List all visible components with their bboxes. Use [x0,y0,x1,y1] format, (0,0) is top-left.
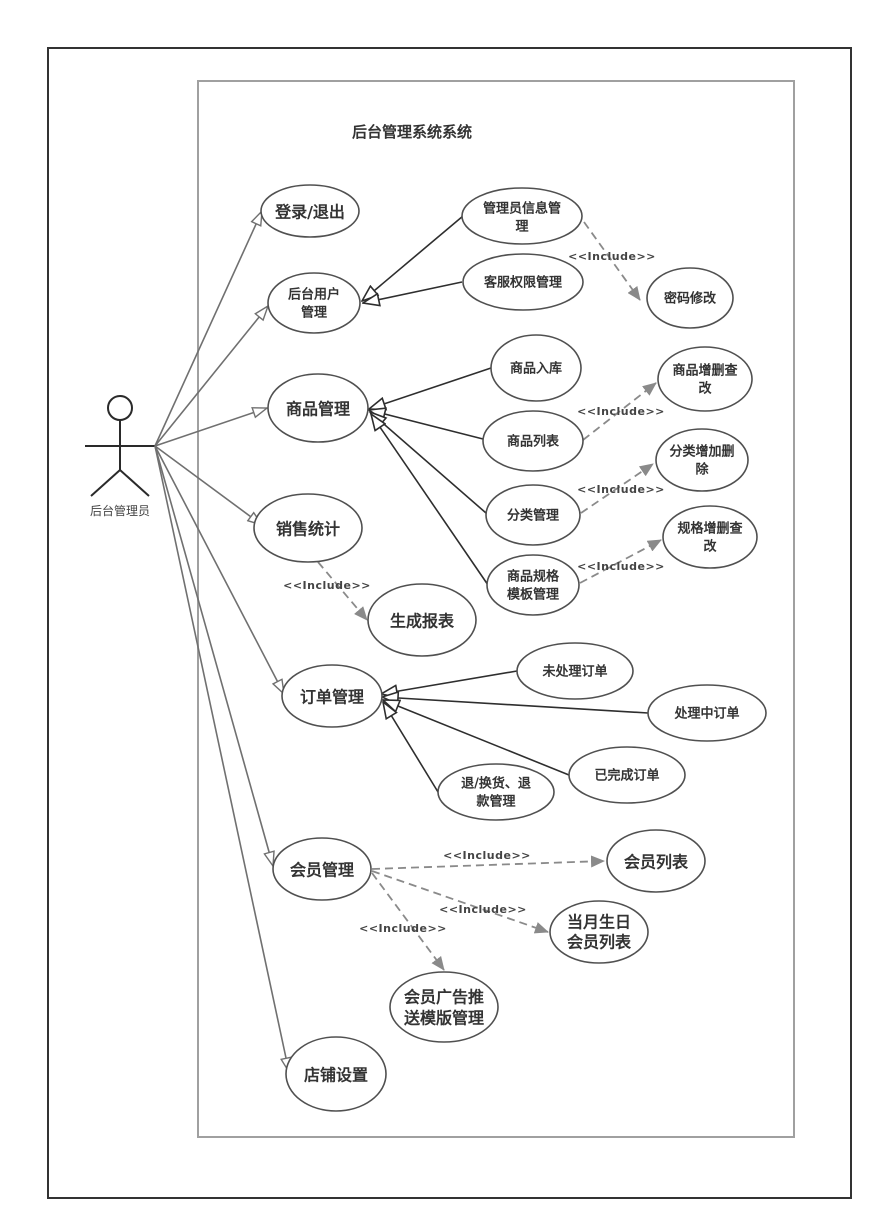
use-case-password-change[interactable]: 密码修改 [646,267,734,329]
assoc-login [154,211,262,447]
use-case-admin-info[interactable]: 管理员信息管 理 [461,187,583,245]
generalizations [362,215,649,793]
svg-text:规格增删查: 规格增删查 [677,521,743,537]
use-case-generate-report[interactable]: 生成报表 [367,583,477,657]
include-label: <<Include>> [577,560,665,573]
use-case-order-processing[interactable]: 处理中订单 [647,684,767,742]
svg-text:除: 除 [695,462,709,478]
include-label: <<Include>> [577,405,665,418]
svg-text:分类增加删: 分类增加删 [669,444,734,460]
svg-text:商品管理: 商品管理 [286,400,350,419]
use-case-store-settings[interactable]: 店铺设置 [285,1036,387,1112]
svg-text:会员广告推: 会员广告推 [404,988,484,1007]
svg-text:退/换货、退: 退/换货、退 [461,776,531,792]
svg-text:订单管理: 订单管理 [300,688,364,707]
include-label: <<Include>> [439,903,527,916]
use-case-login[interactable]: 登录/退出 [260,184,360,238]
svg-text:商品规格: 商品规格 [507,569,560,585]
use-case-spec-template[interactable]: 商品规格 模板管理 [486,554,580,616]
svg-text:改: 改 [698,381,712,397]
use-case-cs-permission[interactable]: 客服权限管理 [462,253,584,311]
svg-text:款管理: 款管理 [476,794,515,810]
svg-text:管理: 管理 [301,305,327,321]
include-relations: <<Include>> <<Include>> <<Include>> <<In… [283,221,665,971]
svg-text:未处理订单: 未处理订单 [541,664,607,680]
svg-text:商品入库: 商品入库 [510,361,562,377]
use-case-returns[interactable]: 退/换货、退 款管理 [437,763,555,821]
svg-text:密码修改: 密码修改 [663,291,717,307]
svg-text:处理中订单: 处理中订单 [673,706,739,722]
use-case-stock-in[interactable]: 商品入库 [490,334,582,402]
use-case-sales-stats[interactable]: 销售统计 [253,493,363,563]
svg-text:会员管理: 会员管理 [290,861,354,880]
assoc-product-mgmt [154,408,267,447]
actor-head-icon [107,395,133,421]
diagram-frame [47,47,852,1199]
assoc-order-mgmt [154,445,284,694]
actor-admin[interactable]: 后台管理员 [85,395,155,518]
use-case-order-unprocessed[interactable]: 未处理订单 [516,642,634,700]
use-case-member-list[interactable]: 会员列表 [606,829,706,893]
svg-text:分类管理: 分类管理 [507,508,559,524]
actor-associations [154,211,289,1072]
svg-text:管理员信息管: 管理员信息管 [483,201,561,217]
svg-text:当月生日: 当月生日 [567,913,631,932]
use-case-spec-crud[interactable]: 规格增删查 改 [662,505,758,569]
svg-text:理: 理 [515,220,528,235]
svg-text:会员列表: 会员列表 [624,853,689,872]
include-label: <<Include>> [283,579,371,592]
use-case-birthday-list[interactable]: 当月生日 会员列表 [549,900,649,964]
svg-text:会员列表: 会员列表 [567,933,632,952]
actor-label: 后台管理员 [90,503,150,518]
use-case-user-mgmt[interactable]: 后台用户 管理 [267,272,361,334]
use-case-order-mgmt[interactable]: 订单管理 [281,664,383,728]
svg-text:模板管理: 模板管理 [507,587,559,603]
use-case-product-crud[interactable]: 商品增删查 改 [657,346,753,412]
use-case-product-mgmt[interactable]: 商品管理 [267,373,369,443]
system-title: 后台管理系统系统 [352,123,472,141]
system-boundary [197,80,795,1138]
svg-text:后台用户: 后台用户 [288,287,340,303]
svg-text:送模版管理: 送模版管理 [403,1009,484,1028]
include-label: <<Include>> [568,250,656,263]
assoc-member-mgmt [154,445,273,866]
use-case-product-list[interactable]: 商品列表 [482,410,584,472]
use-case-ad-template[interactable]: 会员广告推 送模版管理 [389,971,499,1043]
include-label: <<Include>> [359,922,447,935]
use-case-category-crud[interactable]: 分类增加删 除 [655,428,749,492]
svg-text:登录/退出: 登录/退出 [274,203,345,222]
include-label: <<Include>> [443,849,531,862]
svg-text:已完成订单: 已完成订单 [594,768,659,784]
svg-text:改: 改 [703,539,717,555]
assoc-store-settings [154,445,289,1072]
include-label: <<Include>> [577,483,665,496]
svg-text:店铺设置: 店铺设置 [304,1066,368,1085]
svg-text:商品列表: 商品列表 [507,434,560,450]
assoc-sales-stats [154,445,262,525]
use-case-order-done[interactable]: 已完成订单 [568,746,686,804]
svg-text:商品增删查: 商品增删查 [672,363,738,379]
svg-text:客服权限管理: 客服权限管理 [484,275,562,291]
assoc-user-mgmt [154,306,268,447]
svg-text:销售统计: 销售统计 [276,520,340,539]
use-case-member-mgmt[interactable]: 会员管理 [272,837,372,901]
use-case-category-mgmt[interactable]: 分类管理 [485,484,581,546]
svg-text:生成报表: 生成报表 [390,612,455,631]
